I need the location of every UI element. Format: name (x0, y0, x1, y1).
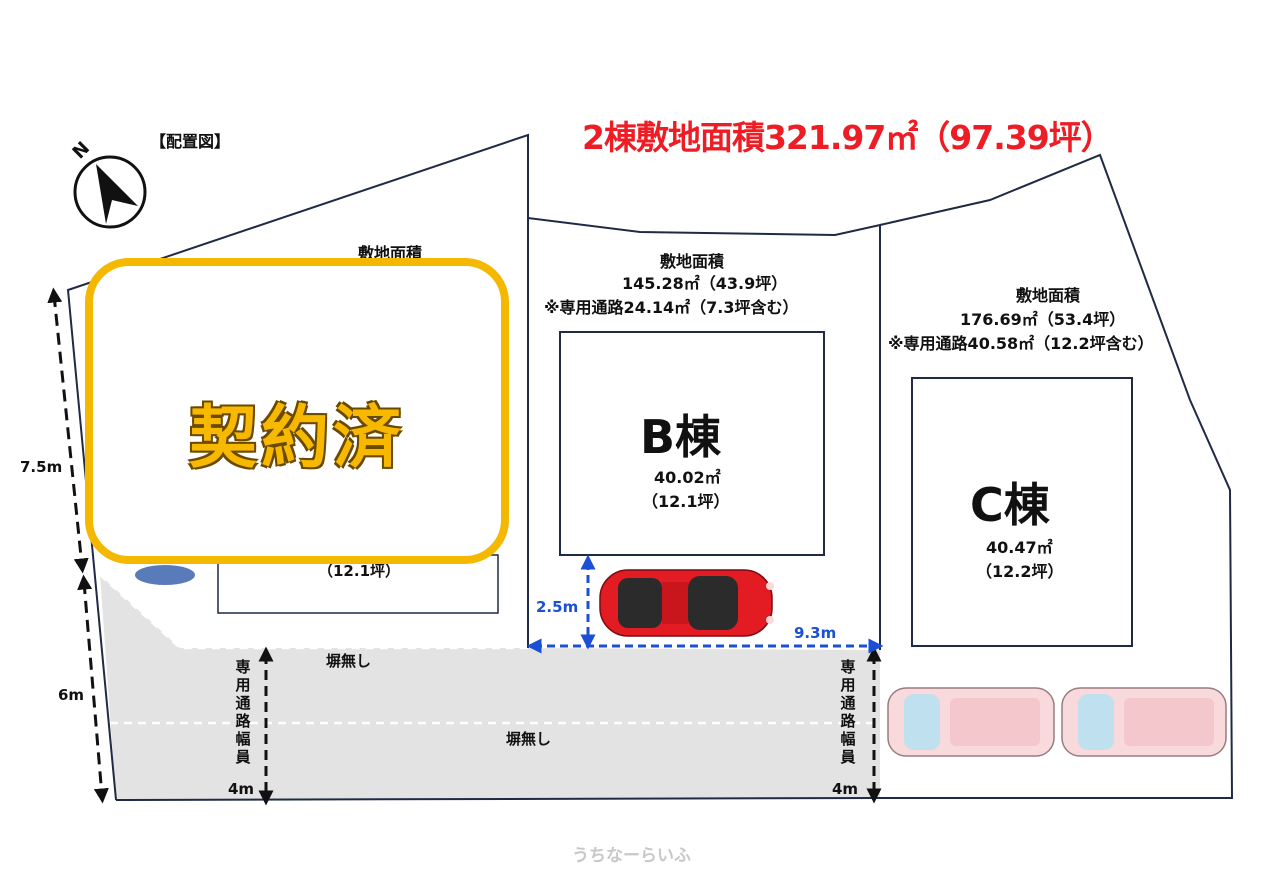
lot-b-house-area: 40.02㎡ (654, 468, 721, 487)
dim-parking-width-label: 9.3m (794, 624, 837, 642)
lot-b-house (559, 331, 825, 556)
car-pink-2 (1061, 687, 1227, 757)
lot-b-passage-note: ※専用通路24.14㎡（7.3坪含む） (544, 298, 799, 317)
lot-c-passage-note: ※専用通路40.58㎡（12.2坪含む） (888, 334, 1154, 353)
lot-b-house-name: B棟 (640, 410, 722, 464)
passage-width-label-right: 専用通路幅員 (840, 658, 856, 766)
lot-a-house-tsubo: （12.1坪） (318, 562, 401, 580)
passage-width-value-right: 4m (832, 780, 859, 798)
lot-c-area: 176.69㎡（53.4坪） (960, 310, 1126, 329)
lot-a-house (217, 554, 499, 614)
lot-c-house (911, 377, 1133, 647)
sold-stamp-text: 契約済 (189, 399, 406, 478)
total-site-area: 2棟敷地面積321.97㎡（97.39坪） (582, 118, 1114, 157)
sold-stamp: 契約済 (85, 258, 509, 564)
plan-title: 【配置図】 (150, 132, 231, 151)
watermark: うちなーらいふ (572, 846, 691, 866)
lot-b-area-label: 敷地面積 (660, 252, 725, 271)
passage-width-value-left: 4m (228, 780, 255, 798)
lot-c-area-label: 敷地面積 (1016, 286, 1081, 305)
north-compass-icon (73, 155, 147, 229)
dim-left-upper (47, 287, 89, 574)
no-wall-label-1: 塀無し (326, 652, 372, 670)
lot-a-car-partial (135, 565, 195, 585)
dim-left-upper-label: 7.5m (20, 458, 63, 476)
dim-left-lower-label: 6m (58, 686, 85, 704)
passage-width-label-left: 専用通路幅員 (235, 658, 251, 766)
car-pink-1 (887, 687, 1055, 757)
dim-left-lower (77, 574, 109, 804)
no-wall-label-2: 塀無し (506, 730, 552, 748)
lot-c-house-name: C棟 (970, 478, 1050, 532)
lot-b-outline (527, 216, 881, 650)
lot-c-house-tsubo: （12.2坪） (976, 562, 1064, 581)
dim-parking-depth-label: 2.5m (536, 598, 579, 616)
passage-edge-dashed (99, 574, 528, 650)
lot-b-area: 145.28㎡（43.9坪） (622, 274, 788, 293)
lot-b-house-tsubo: （12.1坪） (642, 492, 730, 511)
private-passage (100, 575, 880, 800)
car-red (599, 569, 774, 637)
lot-c-house-area: 40.47㎡ (986, 538, 1053, 557)
lot-c-outline (879, 153, 1234, 799)
